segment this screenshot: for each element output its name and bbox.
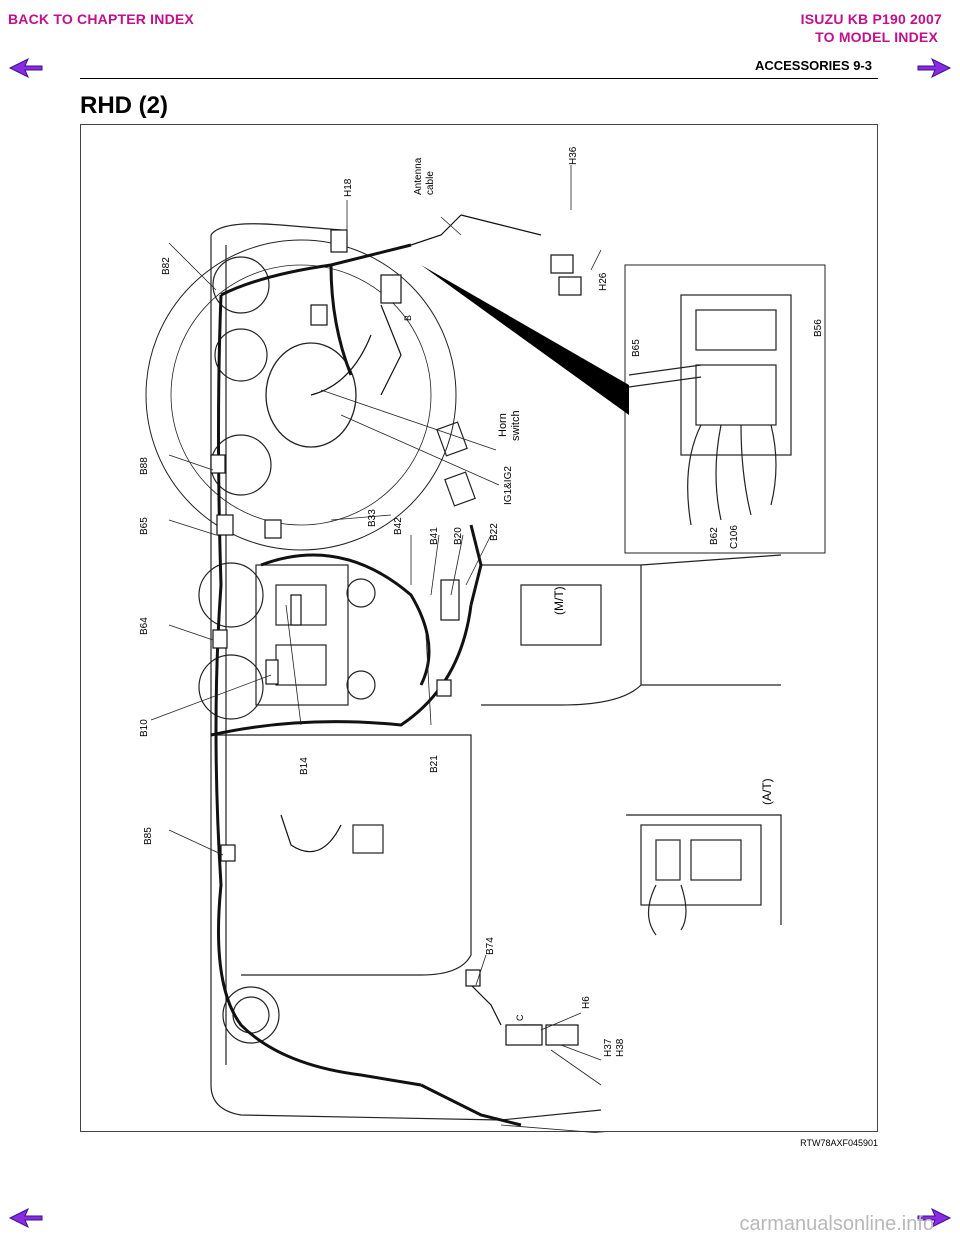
watermark: carmanualsonline.info [739,1213,934,1235]
label-b10: B10 [139,719,150,737]
label-h37: H37 [603,1038,614,1057]
label-h38: H38 [615,1038,626,1057]
label-b20: B20 [453,527,464,545]
back-to-chapter-index-link[interactable]: BACK TO CHAPTER INDEX [8,11,194,27]
model-title-link[interactable]: ISUZU KB P190 2007 [800,11,942,27]
leader-lines [150,165,607,1133]
harness-bundles [210,243,522,1127]
label-switch: switch [510,410,522,441]
label-b: B [403,315,413,321]
wiring-harness-figure: B82 H18 Antenna cable H36 H26 B65 B56 B6… [80,124,878,1133]
label-h36: H36 [568,146,579,165]
arrow-right-icon[interactable] [916,57,952,79]
harness-branches [280,214,542,1046]
label-h18: H18 [343,178,354,197]
label-b62: B62 [709,527,720,545]
label-c: C [515,1014,525,1021]
label-b21: B21 [429,755,440,773]
page-heading: RHD (2) [80,92,168,119]
inset-pointer [421,265,629,415]
label-ig: IG1&IG2 [503,466,514,505]
label-b65: B65 [139,517,150,535]
label-b65-inset: B65 [631,339,642,357]
label-b14: B14 [299,757,310,775]
arrow-left-icon[interactable] [8,57,44,79]
label-h6: H6 [581,996,592,1009]
label-antenna: Antenna [413,157,424,195]
label-b82: B82 [161,257,172,275]
harness-diagram: B82 H18 Antenna cable H36 H26 B65 B56 B6… [139,146,826,1133]
section-header: ACCESSORIES 9-3 [754,58,872,73]
label-b85: B85 [143,827,154,845]
label-b22: B22 [489,523,500,541]
label-b74: B74 [485,937,496,955]
label-b41: B41 [429,527,440,545]
label-horn: Horn [497,413,509,437]
figure-code: RTW78AXF045901 [800,1138,878,1148]
label-b42: B42 [393,517,404,535]
callout-labels: B82 H18 Antenna cable H36 H26 B65 B56 B6… [139,146,824,1057]
label-b56: B56 [813,319,824,337]
label-cable: cable [425,171,436,195]
label-b33: B33 [367,509,378,527]
dashboard-outline [145,223,782,1121]
detail-inset-upper [624,264,826,554]
detail-inset-lower [626,814,782,936]
label-b64: B64 [139,617,150,635]
arrow-right-icon[interactable] [916,1207,952,1229]
connectors [210,229,582,1046]
header-rule [80,78,878,79]
label-b88: B88 [139,457,150,475]
label-h26: H26 [598,272,609,291]
label-mt: (M/T) [552,586,566,615]
label-at: (A/T) [760,778,774,805]
to-model-index-link[interactable]: TO MODEL INDEX [815,29,938,45]
label-c106: C106 [729,525,740,549]
arrow-left-icon[interactable] [8,1207,44,1229]
